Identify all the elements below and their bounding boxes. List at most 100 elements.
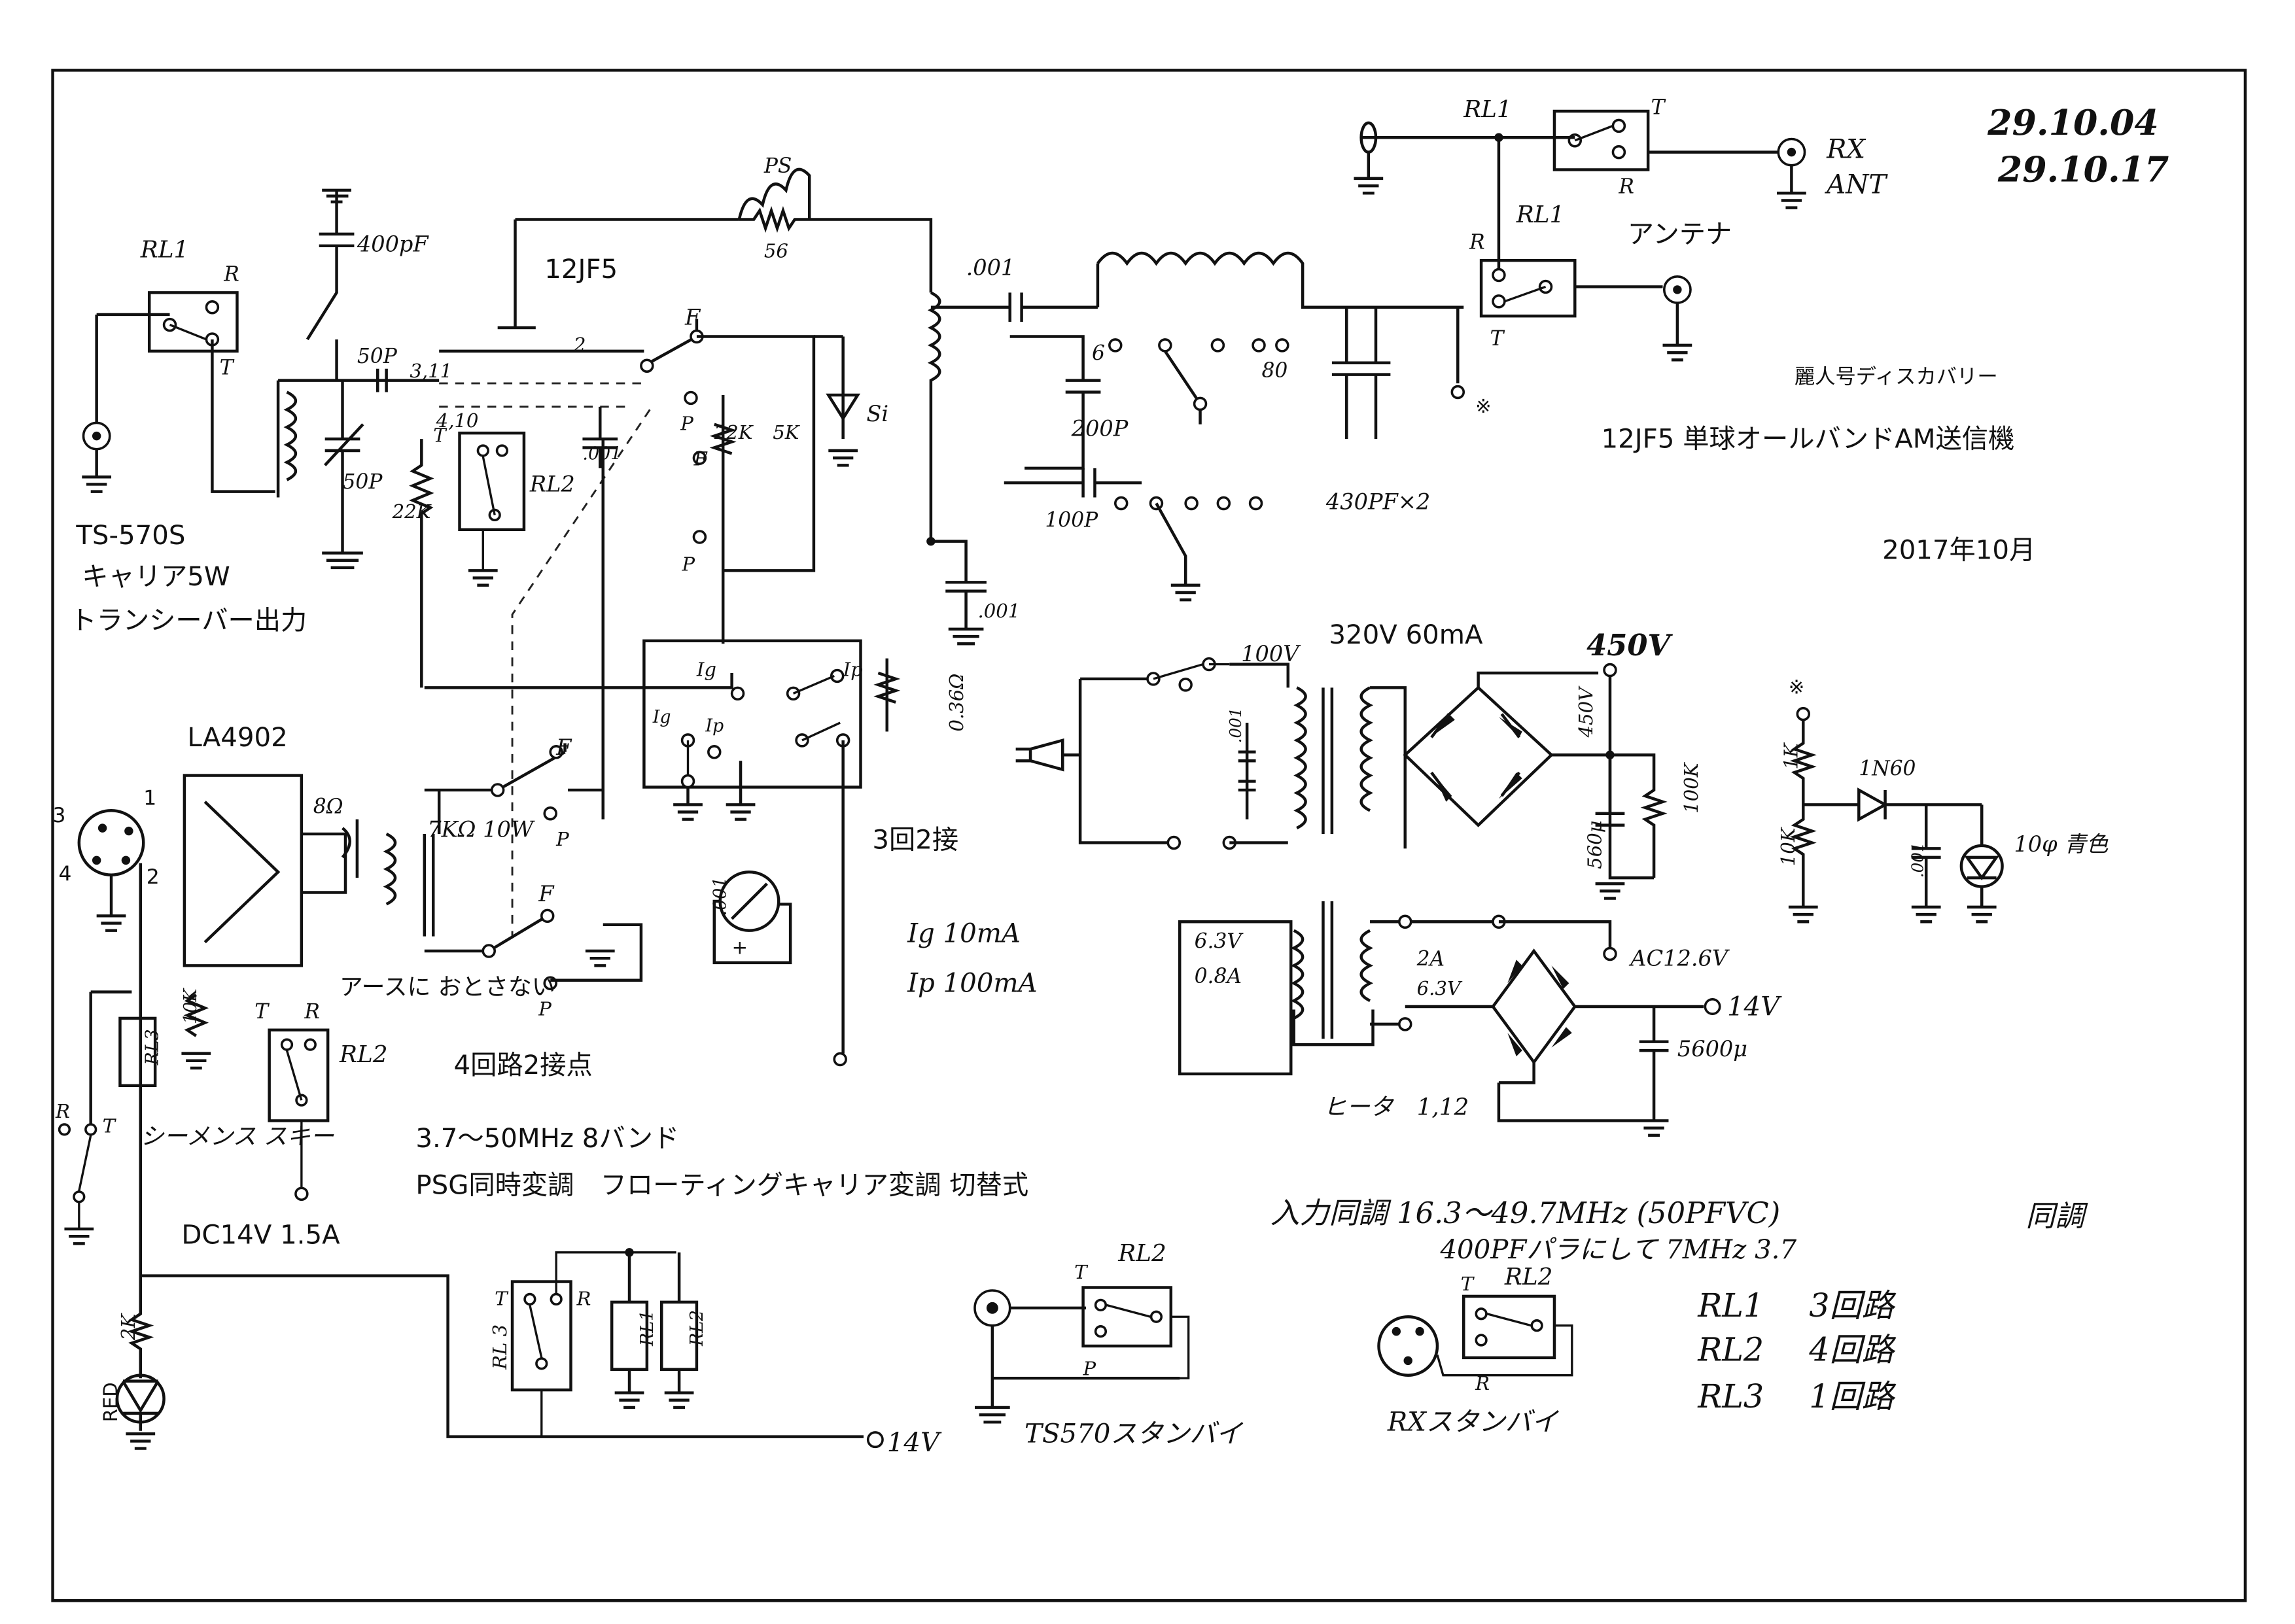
svg-text:50P: 50P bbox=[343, 470, 383, 494]
svg-text:※: ※ bbox=[1475, 395, 1491, 417]
svg-text:シーメンス スキー: シーメンス スキー bbox=[141, 1123, 334, 1150]
svg-text:ヒータ: ヒータ bbox=[1323, 1094, 1394, 1121]
din-connector-icon bbox=[77, 809, 145, 876]
svg-text:RL1: RL1 bbox=[1463, 96, 1511, 123]
svg-text:4回路2接点: 4回路2接点 bbox=[454, 1050, 593, 1080]
svg-text:T: T bbox=[495, 1287, 509, 1309]
standby-section: RL2 T P TS570スタンバイ RL2 T R RXスタンバイ bbox=[973, 1240, 1573, 1449]
amp-ic-box bbox=[183, 774, 304, 967]
svg-text:.001: .001 bbox=[710, 877, 731, 916]
svg-text:ANT: ANT bbox=[1824, 169, 1888, 199]
svg-text:5600μ: 5600μ bbox=[1677, 1036, 1747, 1062]
svg-text:F: F bbox=[684, 305, 701, 330]
svg-text:T: T bbox=[1074, 1261, 1089, 1283]
svg-text:R: R bbox=[223, 262, 239, 286]
svg-text:P: P bbox=[538, 997, 552, 1020]
svg-text:T: T bbox=[1490, 327, 1505, 351]
rl1-relay-box-mid bbox=[1479, 258, 1577, 318]
svg-text:3,11: 3,11 bbox=[410, 360, 452, 382]
title-main: 12JF5 単球オールバンドAM送信機 bbox=[1602, 424, 2015, 455]
svg-text:P: P bbox=[1083, 1358, 1096, 1380]
svg-text:RL2: RL2 bbox=[529, 472, 575, 497]
antenna-relays: RL1 T R RX ANT RL1 R T アンテナ bbox=[1354, 95, 1888, 362]
svg-text:R: R bbox=[55, 1100, 70, 1122]
svg-text:100P: 100P bbox=[1045, 508, 1098, 532]
svg-text:.001: .001 bbox=[1226, 708, 1245, 744]
svg-text:P: P bbox=[680, 413, 693, 435]
main-psu: 320V 60mA 450V 100V .001 450V 560μ 100K bbox=[1015, 620, 1702, 900]
svg-text:Ig 10mA: Ig 10mA bbox=[907, 919, 1021, 949]
heater-primary-frame bbox=[1178, 920, 1293, 1076]
svg-text:RED: RED bbox=[99, 1382, 122, 1422]
svg-text:RL2: RL2 bbox=[1504, 1264, 1552, 1290]
svg-text:100V: 100V bbox=[1241, 641, 1301, 666]
svg-text:Ig: Ig bbox=[652, 707, 671, 727]
rl3-coil-icon bbox=[118, 1016, 157, 1088]
tuning-note-2: 400PFパラにして 7MHz 3.7 bbox=[1439, 1235, 1796, 1265]
input-line-1: TS-570S bbox=[75, 521, 185, 551]
svg-text:R: R bbox=[1618, 175, 1634, 198]
output-tank: .001 6 80 200P 100P 430PF×2 ※ bbox=[930, 251, 1492, 602]
svg-text:430PF×2: 430PF×2 bbox=[1325, 489, 1430, 514]
svg-text:アースに おとさない: アースに おとさない bbox=[340, 974, 555, 1001]
svg-text:※: ※ bbox=[1789, 676, 1804, 698]
svg-text:RL 3: RL 3 bbox=[489, 1324, 511, 1370]
blue-led-icon bbox=[1959, 844, 2004, 888]
svg-text:PS: PS bbox=[763, 154, 792, 178]
svg-text:.001: .001 bbox=[977, 600, 1020, 622]
svg-text:1N60: 1N60 bbox=[1859, 757, 1916, 781]
svg-text:10φ 青色: 10φ 青色 bbox=[2014, 831, 2108, 857]
svg-text:Ig: Ig bbox=[696, 658, 716, 680]
svg-text:RL2: RL2 bbox=[339, 1041, 387, 1068]
bottom-power: 14V 2K RED T R RL 3 RL1 RL2 bbox=[99, 1248, 942, 1458]
svg-text:320V 60mA: 320V 60mA bbox=[1329, 620, 1483, 650]
svg-text:2: 2 bbox=[147, 865, 160, 889]
modulation-switches: Ig Ip 0.36Ω Ig Ip + .001 3回2接 Ig 10mA Ip… bbox=[424, 409, 1038, 1067]
svg-text:6.3V: 6.3V bbox=[1417, 977, 1463, 999]
svg-text:T: T bbox=[1461, 1273, 1475, 1295]
svg-text:10K: 10K bbox=[181, 988, 201, 1024]
svg-text:LA4902: LA4902 bbox=[187, 723, 287, 753]
svg-text:2A: 2A bbox=[1416, 947, 1445, 971]
svg-text:T: T bbox=[254, 1000, 270, 1024]
svg-text:5K: 5K bbox=[773, 421, 801, 443]
svg-text:50P: 50P bbox=[357, 345, 398, 368]
svg-text:56: 56 bbox=[764, 240, 788, 262]
svg-text:14V: 14V bbox=[1727, 992, 1782, 1022]
svg-text:6.3V: 6.3V bbox=[1195, 930, 1244, 954]
svg-text:RX: RX bbox=[1826, 135, 1866, 165]
input-line-3: トランシーバー出力 bbox=[70, 606, 307, 636]
title-callsign: 麗人号ディスカバリー bbox=[1795, 365, 1998, 389]
svg-text:22K: 22K bbox=[714, 421, 754, 443]
svg-text:F: F bbox=[538, 881, 555, 907]
relay-table-name-1: RL1 bbox=[1697, 1287, 1764, 1324]
svg-text:4,10: 4,10 bbox=[436, 409, 479, 432]
svg-text:22K: 22K bbox=[392, 500, 432, 523]
svg-text:1: 1 bbox=[143, 786, 156, 810]
svg-text:14V: 14V bbox=[887, 1428, 942, 1458]
relay-table: RL1 3回路 RL2 4回路 RL3 1回路 bbox=[1697, 1287, 1897, 1415]
svg-text:4: 4 bbox=[58, 863, 71, 886]
svg-text:アンテナ: アンテナ bbox=[1628, 219, 1732, 249]
heater-psu: 6.3V 0.8A 2A 6.3V AC12.6V 14V 5600μ ヒータ … bbox=[1178, 901, 1782, 1137]
svg-text:TS570スタンバイ: TS570スタンバイ bbox=[1025, 1419, 1243, 1449]
svg-text:T: T bbox=[433, 424, 447, 447]
svg-text:0.8A: 0.8A bbox=[1195, 965, 1242, 988]
svg-text:R: R bbox=[1469, 230, 1485, 254]
svg-text:R: R bbox=[576, 1287, 591, 1309]
svg-text:200P: 200P bbox=[1071, 416, 1129, 441]
svg-text:RL1: RL1 bbox=[637, 1310, 657, 1347]
svg-text:T: T bbox=[220, 356, 235, 380]
led-indicator: ※ 1K 10K 1N60 .001 10φ 青色 bbox=[1777, 676, 2109, 924]
feature-modes: PSG同時変調 フローティングキャリア変調 切替式 bbox=[415, 1170, 1028, 1200]
relay-table-name-2: RL2 bbox=[1697, 1330, 1764, 1368]
svg-text:AC12.6V: AC12.6V bbox=[1628, 945, 1730, 971]
audio-section: LA4902 8Ω 7KΩ 10W F P F P アースに おとさない 4回路… bbox=[53, 723, 643, 1288]
svg-text:RXスタンバイ: RXスタンバイ bbox=[1387, 1408, 1559, 1438]
date-1: 29.10.04 bbox=[1987, 102, 2159, 143]
rl2-relay-block bbox=[642, 639, 862, 789]
rl2-relay-box-audio bbox=[268, 1028, 330, 1122]
sheet-border bbox=[51, 69, 2247, 1602]
svg-text:2K: 2K bbox=[117, 1313, 139, 1341]
